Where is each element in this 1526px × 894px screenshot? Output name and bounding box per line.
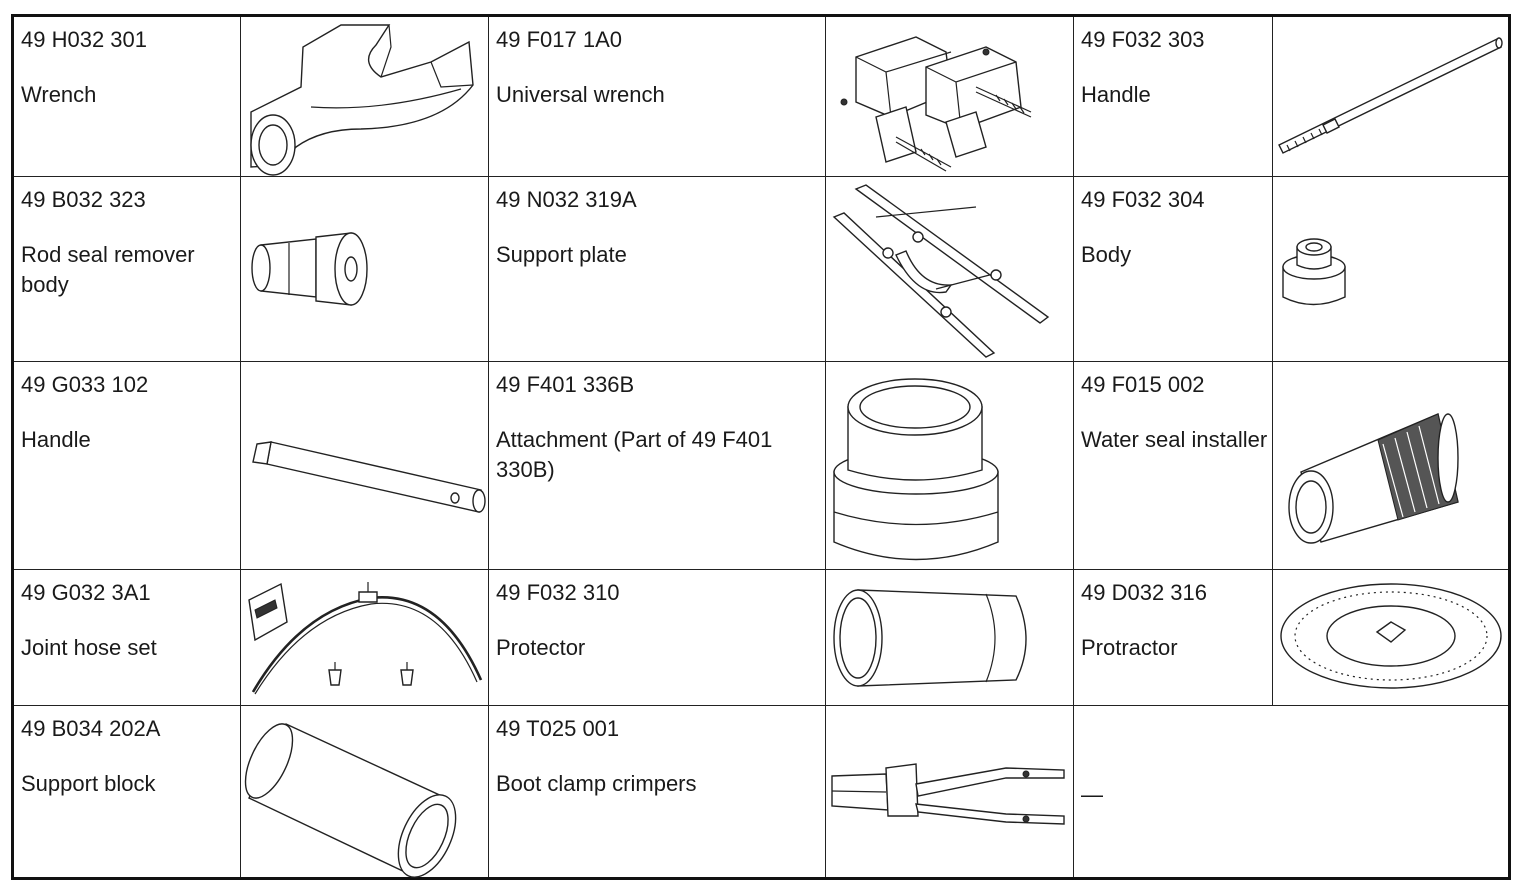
tool-entry: 49 F032 310 Protector bbox=[489, 570, 825, 705]
long-handle-icon bbox=[1273, 17, 1511, 176]
row-divider bbox=[14, 705, 1508, 706]
tool-entry: 49 F401 336B Attachment (Part of 49 F401… bbox=[489, 362, 825, 569]
crowfoot-wrench-icon bbox=[241, 17, 488, 176]
tool-entry: 49 F032 304 Body bbox=[1074, 177, 1272, 361]
bar-handle-icon bbox=[241, 362, 488, 569]
column-divider bbox=[825, 17, 826, 877]
tool-name: Water seal installer bbox=[1081, 427, 1268, 452]
part-number: 49 D032 316 bbox=[1081, 580, 1207, 605]
part-number: 49 T025 001 bbox=[496, 716, 620, 741]
part-number: 49 F017 1A0 bbox=[496, 27, 622, 52]
part-number: 49 F032 304 bbox=[1081, 187, 1205, 212]
row-divider bbox=[14, 176, 1508, 177]
empty-cell: — bbox=[1074, 706, 1511, 880]
body-icon bbox=[1273, 177, 1511, 361]
part-number: 49 N032 319A bbox=[496, 187, 637, 212]
tool-entry: 49 D032 316 Protractor bbox=[1074, 570, 1272, 705]
support-plate-icon bbox=[826, 177, 1073, 361]
tool-name: Body bbox=[1081, 242, 1132, 267]
water-seal-installer-icon bbox=[1273, 362, 1511, 569]
tool-name: Support plate bbox=[496, 242, 627, 267]
rod-seal-remover-icon bbox=[241, 177, 488, 361]
tool-entry: 49 B034 202A Support block bbox=[14, 706, 240, 880]
row-divider bbox=[14, 569, 1508, 570]
part-number: 49 G032 3A1 bbox=[21, 580, 151, 605]
tool-entry: 49 H032 301 Wrench bbox=[14, 17, 240, 176]
part-number: 49 F032 303 bbox=[1081, 27, 1205, 52]
tool-entry: 49 N032 319A Support plate bbox=[489, 177, 825, 361]
tool-name: Wrench bbox=[21, 82, 97, 107]
attachment-icon bbox=[826, 362, 1073, 569]
part-number: 49 G033 102 bbox=[21, 372, 149, 397]
tool-entry: 49 T025 001 Boot clamp crimpers bbox=[489, 706, 825, 880]
column-divider bbox=[1073, 17, 1074, 877]
tool-name: Joint hose set bbox=[21, 635, 157, 660]
tool-name: Support block bbox=[21, 771, 156, 796]
tool-name: Protractor bbox=[1081, 635, 1178, 660]
tool-entry: 49 G033 102 Handle bbox=[14, 362, 240, 569]
tool-entry: 49 G032 3A1 Joint hose set bbox=[14, 570, 240, 705]
tool-name: Universal wrench bbox=[496, 82, 665, 107]
part-number: 49 F015 002 bbox=[1081, 372, 1205, 397]
tool-name: Handle bbox=[21, 427, 91, 452]
tool-name: Rod seal remover body bbox=[21, 242, 195, 297]
special-tools-table: 49 H032 301 Wrench 49 F017 1A0 Universal… bbox=[11, 14, 1511, 880]
tool-entry: 49 F032 303 Handle bbox=[1074, 17, 1272, 176]
part-number: 49 B034 202A bbox=[21, 716, 161, 741]
tool-entry: 49 B032 323 Rod seal remover body bbox=[14, 177, 240, 361]
tool-name: Handle bbox=[1081, 82, 1151, 107]
protractor-icon bbox=[1273, 570, 1511, 705]
empty-dash: — bbox=[1081, 782, 1103, 807]
column-divider bbox=[240, 17, 241, 877]
tool-name: Attachment (Part of 49 F401 330B) bbox=[496, 427, 773, 482]
tool-entry: 49 F015 002 Water seal installer bbox=[1074, 362, 1272, 569]
tool-name: Protector bbox=[496, 635, 586, 660]
joint-hose-set-icon bbox=[241, 570, 488, 705]
part-number: 49 B032 323 bbox=[21, 187, 146, 212]
tool-name: Boot clamp crimpers bbox=[496, 771, 697, 796]
crimper-icon bbox=[826, 706, 1073, 880]
support-block-icon bbox=[241, 706, 488, 880]
column-divider bbox=[488, 17, 489, 877]
part-number: 49 H032 301 bbox=[21, 27, 147, 52]
protector-icon bbox=[826, 570, 1073, 705]
row-divider bbox=[14, 361, 1508, 362]
part-number: 49 F032 310 bbox=[496, 580, 620, 605]
universal-wrench-icon bbox=[826, 17, 1073, 176]
tool-entry: 49 F017 1A0 Universal wrench bbox=[489, 17, 825, 176]
part-number: 49 F401 336B bbox=[496, 372, 635, 397]
